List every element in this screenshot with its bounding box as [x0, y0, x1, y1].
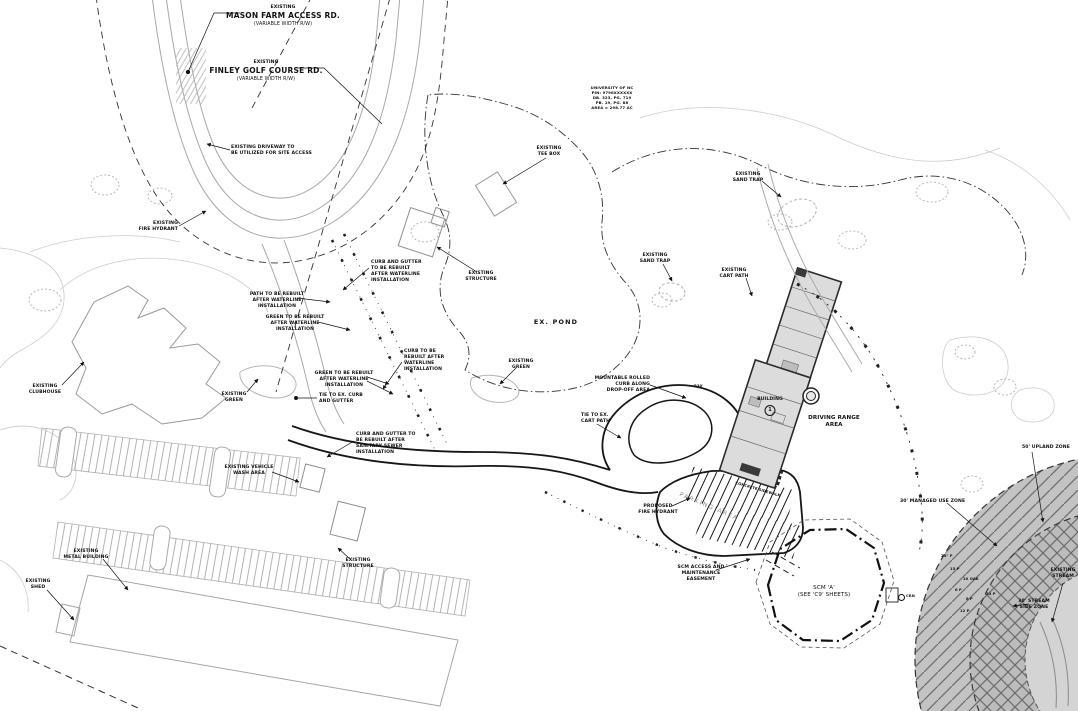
- stream-buffer-zones: [914, 458, 1078, 711]
- building-number-bubble: 1: [764, 405, 776, 416]
- tree-tag: 24 P: [986, 592, 996, 596]
- existing-roads: [152, 0, 425, 239]
- roadside-hatch: [176, 48, 206, 104]
- callout-clubhouse: EXISTING CLUBHOUSE: [28, 384, 62, 395]
- scm-easement-line: [544, 490, 801, 577]
- metal-building-outline: [55, 574, 459, 707]
- callout-scm-easement: SCM ACCESS AND MAINTENANCE EASEMENT: [677, 565, 725, 582]
- stream-line-upper: [611, 148, 1027, 276]
- golf-features: [239, 171, 817, 403]
- finley-road-name: FINLEY GOLF COURSE RD.: [209, 66, 323, 75]
- callout-green-west: EXISTING GREEN: [221, 392, 247, 403]
- callout-structure-pond: EXISTING STRUCTURE: [465, 271, 497, 282]
- callout-metal-building: EXISTING METAL BUILDING: [63, 549, 109, 560]
- parcel-note: UNIVERSITY OF NC PIN: 9798XXXXXX DB. 323…: [590, 85, 634, 111]
- callout-structure-drive: EXISTING STRUCTURE: [342, 558, 374, 569]
- callout-green-waterline-2: GREEN TO BE REBUILT AFTER WATERLINE INST…: [314, 371, 374, 388]
- tree-tag: 8 P: [966, 597, 973, 601]
- existing-parking: [37, 426, 471, 617]
- existing-driveway: [261, 239, 345, 433]
- finley-road-width: (VARIABLE WIDTH R/W): [236, 77, 296, 82]
- proposed-parking: [655, 466, 804, 559]
- label-existing-stream: EXISTING STREAM: [1050, 568, 1076, 579]
- boundary-dashed-sw: [0, 645, 139, 709]
- callout-green-waterline-1: GREEN TO BE REBUILT AFTER WATERLINE INST…: [265, 315, 325, 332]
- finley-road-existing: EXISTING: [253, 60, 279, 65]
- small-structures: [299, 206, 450, 542]
- label-building: BUILDING: [757, 397, 783, 402]
- callout-cart-path: EXISTING CART PATH: [719, 268, 749, 279]
- mason-road-width: (VARIABLE WIDTH R/W): [253, 22, 313, 27]
- callout-vehicle-wash: EXISTING VEHICLE WASH AREA: [224, 465, 274, 476]
- callout-tee-box: EXISTING TEE BOX: [536, 146, 562, 157]
- label-driving-range: DRIVING RANGE AREA: [808, 415, 860, 429]
- mason-road-name: MASON FARM ACCESS RD.: [226, 11, 340, 20]
- label-ex-pond: EX. POND: [533, 318, 579, 326]
- clubhouse-outline: [71, 285, 227, 425]
- mason-road-existing: EXISTING: [270, 5, 296, 10]
- callout-tie-cart-path: TIE TO EX. CART PATH: [581, 413, 611, 424]
- waterline-corridor: [330, 233, 450, 453]
- contour-lines: [0, 107, 1071, 613]
- tree-tag: 24" P: [941, 554, 953, 558]
- callout-curb-gutter-sewer: CURB AND GUTTER TO BE REBUILT AFTER SANI…: [356, 432, 416, 455]
- callout-proposed-hydrant: PROPOSED FIRE HYDRANT: [638, 504, 678, 515]
- callout-curb-gutter-waterline: CURB AND GUTTER TO BE REBUILT AFTER WATE…: [371, 260, 422, 283]
- callout-curb-waterline: CURB TO BE REBUILT AFTER WATERLINE INSTA…: [404, 349, 445, 372]
- callout-path-waterline: PATH TO BE REBUILT AFTER WATERLINE INSTA…: [249, 292, 305, 309]
- cart-path: [756, 163, 863, 373]
- tree-tag: 15 P: [950, 567, 960, 571]
- range-boundary: [796, 282, 924, 553]
- proposed-building: [718, 266, 843, 490]
- pond-boundary: [424, 93, 641, 393]
- tree-tag: 10 OAK: [963, 577, 979, 581]
- leader-lines: [46, 12, 1064, 623]
- callout-sand-trap-north: EXISTING SAND TRAP: [732, 172, 764, 183]
- callout-mountable-curb: MOUNTABLE ROLLED CURB ALONG DROP-OFF ARE…: [594, 376, 650, 393]
- callout-green-pond: EXISTING GREEN: [508, 359, 534, 370]
- label-upland-zone: 50' UPLAND ZONE: [1022, 445, 1070, 450]
- callout-existing-fire-hydrant: EXISTING FIRE HYDRANT: [138, 221, 178, 232]
- label-stream-side-zone: 30' STREAM SIDE ZONE: [1018, 599, 1050, 610]
- callout-driveway-access: EXISTING DRIVEWAY TO BE UTILIZED FOR SIT…: [231, 145, 312, 156]
- callout-shed: EXISTING SHED: [25, 579, 51, 590]
- label-radius-r30: R30': [694, 384, 704, 388]
- label-managed-use-zone: 30' MANAGED USE ZONE: [900, 499, 966, 504]
- callout-sand-trap-pond: EXISTING SAND TRAP: [639, 253, 671, 264]
- right-of-way-lines: [96, 0, 449, 393]
- tree-tag: 6 P: [955, 588, 962, 592]
- crn-marker-icon: [898, 594, 905, 601]
- label-crn: CRN: [906, 594, 915, 598]
- callout-tie-to-curb: TIE TO EX. CURB AND GUTTER: [319, 393, 363, 404]
- label-scm-a: SCM 'A' (SEE 'C9' SHEETS): [797, 585, 851, 599]
- tree-tag: 12 P: [960, 609, 970, 613]
